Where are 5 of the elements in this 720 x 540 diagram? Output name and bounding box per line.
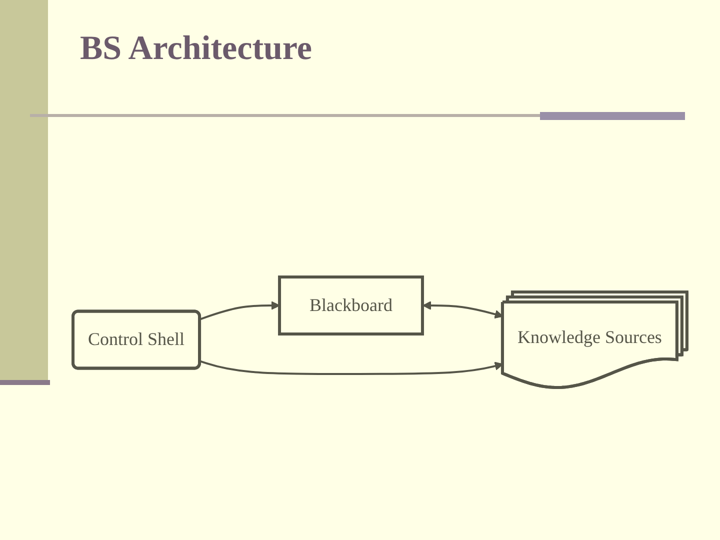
arrow xyxy=(200,360,504,376)
node-box: Blackboard xyxy=(278,276,424,336)
slide-title: BS Architecture xyxy=(80,30,312,68)
arrow xyxy=(200,301,280,320)
arrow xyxy=(422,301,504,319)
